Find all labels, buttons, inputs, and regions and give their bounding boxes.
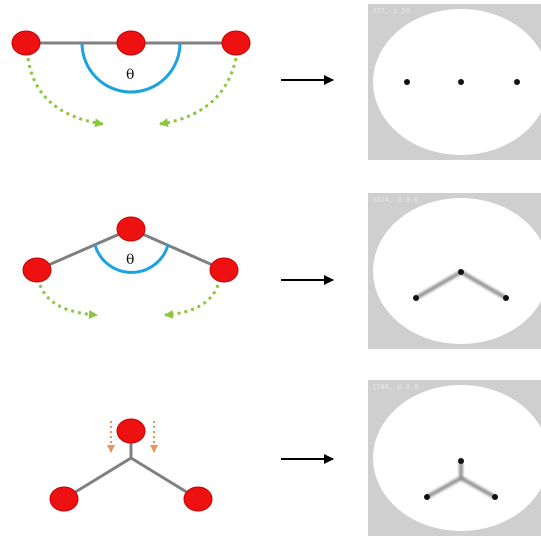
row-3-y-molecule (49, 418, 213, 512)
panel-label: 337, ρ 10 (372, 7, 410, 15)
row-1-linear-molecule: θ (11, 30, 251, 128)
angle-arc (93, 244, 170, 274)
motion-arrow-left (38, 284, 98, 319)
theta-label: θ (126, 252, 134, 268)
bond (36, 227, 132, 272)
sim-atom (424, 494, 430, 500)
atom-right (209, 257, 239, 283)
panel-label: 3824, ρ 3.0 (372, 196, 418, 204)
atom-left (49, 486, 79, 512)
simulation-panel-1: 337, ρ 10 (368, 4, 541, 160)
sim-atom (492, 494, 498, 500)
sim-atom (458, 458, 464, 464)
atom-center (116, 30, 146, 56)
atom-center (116, 216, 146, 242)
sim-atom (404, 79, 410, 85)
atom-top (116, 418, 146, 444)
atom-right (221, 30, 251, 56)
sim-atom (514, 79, 520, 85)
motion-arrow-right (164, 284, 220, 319)
atom-right (183, 486, 213, 512)
motion-arrow-left (26, 57, 104, 128)
sim-atom (413, 295, 419, 301)
simulation-panel-3: 1780, ρ 1.8 (368, 380, 541, 536)
sim-atom (458, 79, 464, 85)
atom-left (22, 257, 52, 283)
simulation-panel-2: 3824, ρ 3.0 (368, 193, 541, 349)
sim-atom (458, 269, 464, 275)
sim-atom (503, 295, 509, 301)
motion-arrow-right (159, 57, 238, 128)
bond (130, 227, 225, 272)
theta-label: θ (126, 67, 134, 83)
atom-left (11, 30, 41, 56)
row-2-bent-molecule: θ (22, 216, 239, 319)
angle-arc (80, 42, 182, 94)
panel-label: 1780, ρ 1.8 (372, 383, 418, 391)
